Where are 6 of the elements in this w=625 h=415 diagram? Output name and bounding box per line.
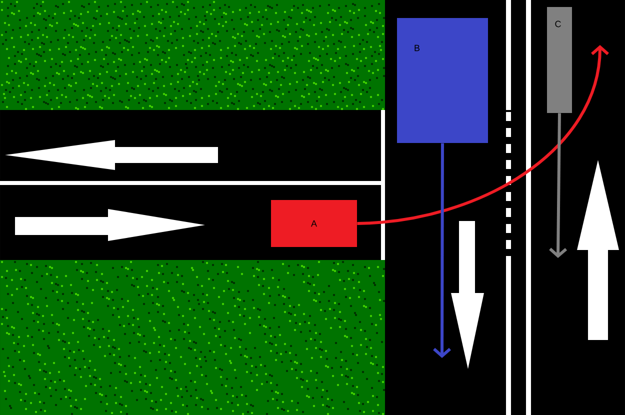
vehicle-box: B	[397, 18, 488, 143]
path-arrow	[357, 45, 609, 225]
path-arrow	[433, 143, 451, 358]
vehicle-box: A	[271, 200, 357, 247]
path-arrow	[549, 113, 568, 258]
vehicle-box: C	[547, 7, 572, 113]
